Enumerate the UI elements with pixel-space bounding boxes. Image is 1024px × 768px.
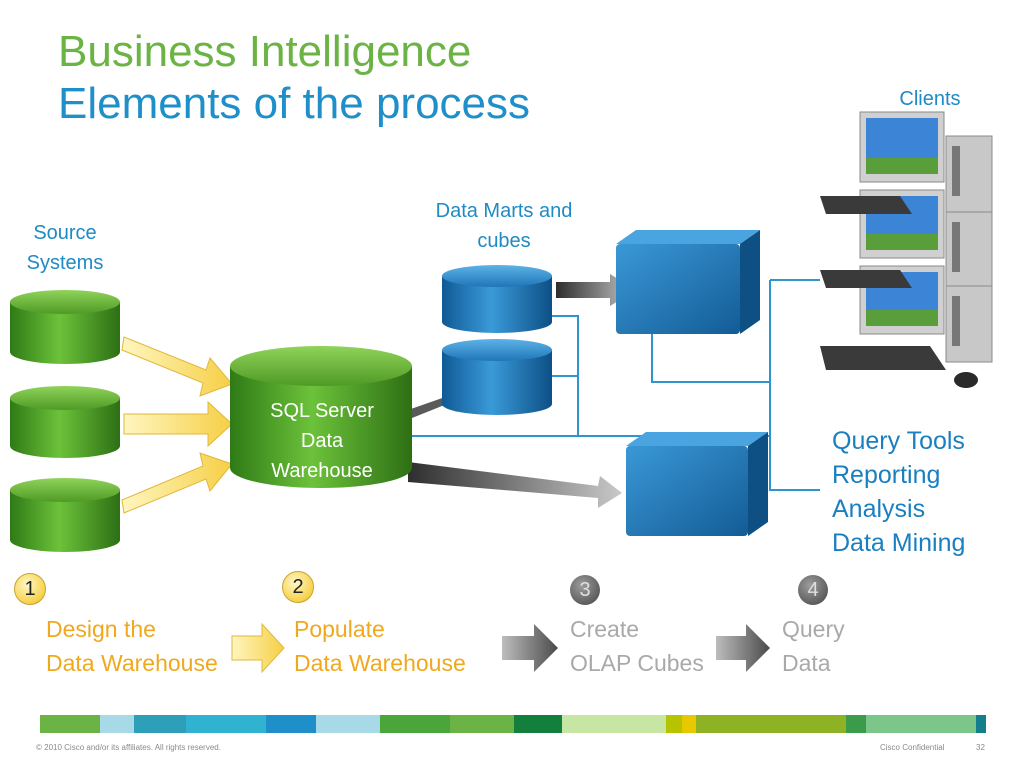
footer-page-number: 32	[976, 743, 985, 752]
step-2-line: Populate	[294, 616, 385, 642]
step-1-arrow	[231, 622, 285, 674]
query-tools-item: Analysis	[832, 495, 926, 523]
query-tools-list: Query Tools Reporting Analysis Data Mini…	[832, 424, 965, 560]
warehouse-label: SQL Server Data Warehouse	[244, 396, 400, 486]
slide-subtitle: Elements of the process	[58, 79, 531, 128]
step-4-text: Query Data	[782, 612, 845, 680]
data-marts-label: Data Marts and cubes	[435, 200, 573, 252]
warehouse-label-line: Data	[300, 430, 344, 452]
step-2-text: Populate Data Warehouse	[294, 612, 466, 680]
source-system-db-2	[10, 386, 120, 458]
slide-title: Business Intelligence	[58, 27, 472, 76]
step-3-badge: 3	[570, 575, 600, 605]
source-system-db-3	[10, 478, 120, 552]
step-3-arrow	[716, 624, 770, 672]
source-system-db-1	[10, 290, 120, 364]
footer-confidential: Cisco Confidential	[880, 743, 945, 752]
query-tools-item: Query Tools	[832, 427, 965, 455]
client-computers	[820, 111, 993, 388]
step-3-line: OLAP Cubes	[570, 650, 704, 676]
warehouse-label-line: Warehouse	[271, 460, 373, 482]
footer-color-bar	[40, 715, 986, 733]
step-3-line: Create	[570, 616, 640, 642]
step-2-badge: 2	[282, 571, 314, 603]
source-systems-label: Source Systems	[26, 222, 104, 274]
step-1-text: Design the Data Warehouse	[46, 612, 218, 680]
query-tools-item: Data Mining	[832, 529, 966, 557]
step-2-line: Data Warehouse	[294, 650, 466, 676]
footer-copyright: © 2010 Cisco and/or its affiliates. All …	[36, 743, 221, 752]
query-tools-item: Reporting	[832, 461, 941, 489]
step-3-text: Create OLAP Cubes	[570, 612, 704, 680]
source-to-warehouse-arrows	[121, 336, 233, 514]
step-4-line: Data	[782, 650, 831, 676]
clients-label: Clients	[899, 88, 961, 110]
step-4-badge: 4	[798, 575, 828, 605]
data-warehouse-db	[230, 346, 412, 488]
step-2-arrow	[502, 624, 558, 672]
step-4-line: Query	[782, 616, 845, 642]
warehouse-label-line: SQL Server	[270, 400, 374, 422]
data-mart-db-2	[442, 339, 552, 415]
step-1-line: Data Warehouse	[46, 650, 218, 676]
step-1-badge: 1	[14, 573, 46, 605]
step-1-line: Design the	[46, 616, 156, 642]
data-mart-db-1	[442, 265, 552, 333]
olap-cube-1	[616, 230, 760, 334]
olap-cube-2	[626, 432, 768, 536]
